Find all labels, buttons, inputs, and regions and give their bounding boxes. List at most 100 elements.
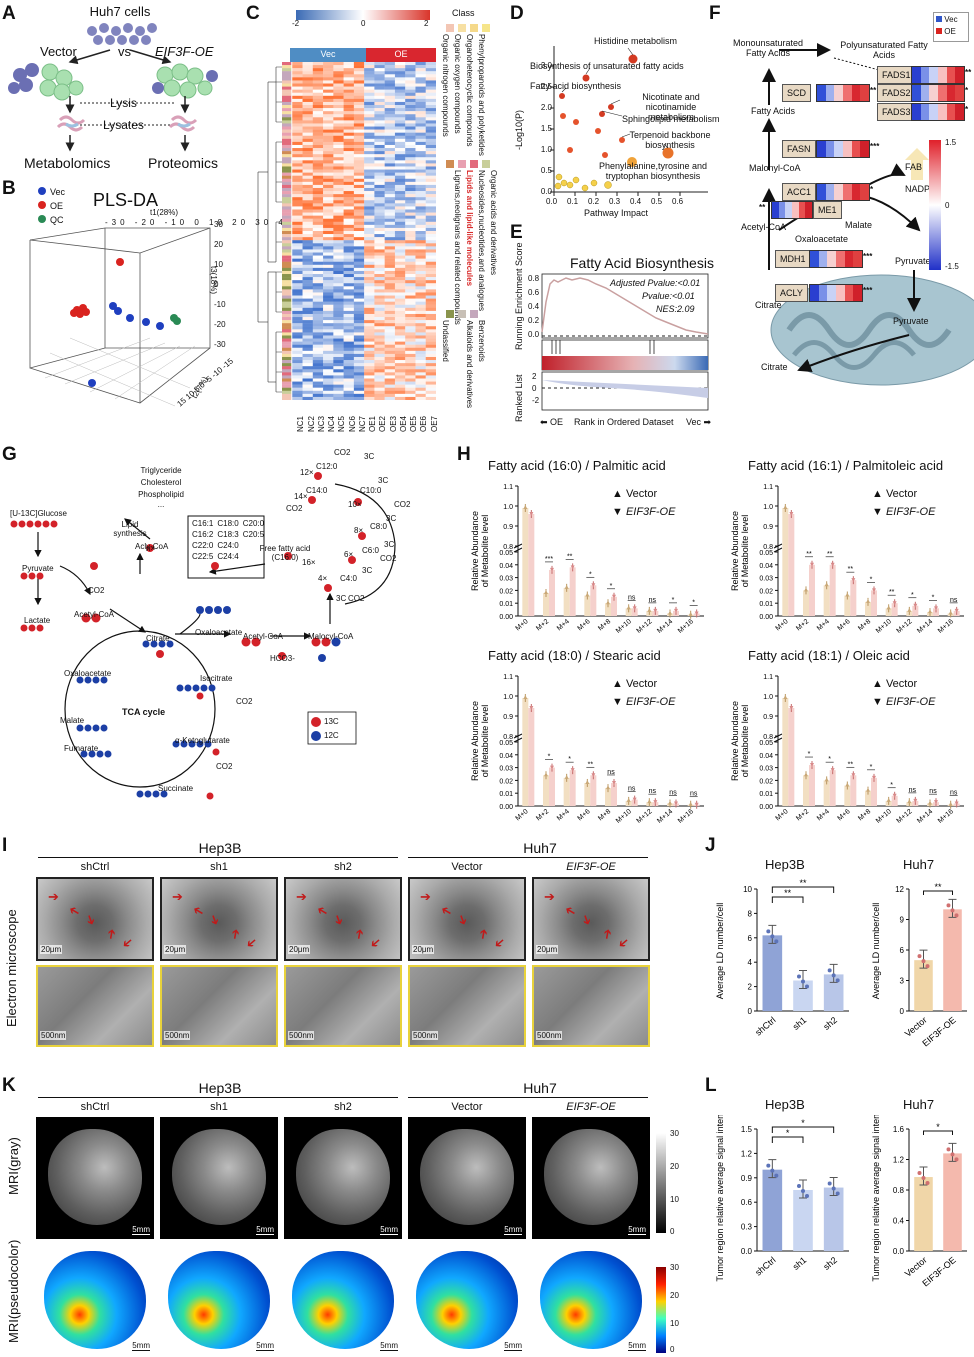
heatmap-cell <box>374 234 385 238</box>
heatmap-cell <box>405 129 416 133</box>
heatmap-cell <box>343 283 355 287</box>
g-malocyl-coa: Malocyl-CoA <box>308 632 354 641</box>
heatmap-cell <box>292 261 303 265</box>
heatmap-cell <box>364 384 375 388</box>
heatmap-cell <box>405 227 416 232</box>
heatmap-cell <box>292 184 303 189</box>
heatmap-cell <box>323 191 334 195</box>
heatmap-cell <box>292 240 303 244</box>
heatmap-cell <box>343 313 355 318</box>
heatmap-cell <box>292 280 303 284</box>
heatmap-class-cell <box>282 163 292 167</box>
heatmap-cell <box>374 151 385 155</box>
heatmap-cell <box>415 360 426 364</box>
heatmap-cell <box>333 381 344 385</box>
class-lignans: Lignans,neolignans and related compounds <box>453 170 462 325</box>
heatmap-cell <box>394 231 406 235</box>
heatmap-cell <box>384 326 396 330</box>
heatmap-cell <box>405 267 416 272</box>
heatmap-cell <box>302 396 313 400</box>
heatmap-cell <box>333 203 344 207</box>
heatmap-cell <box>292 381 303 385</box>
heatmap-cell <box>425 151 436 155</box>
heatmap-cell <box>292 277 303 281</box>
heatmap-cell <box>394 396 406 400</box>
svg-text:**: ** <box>827 551 833 558</box>
svg-text:*: * <box>808 751 811 758</box>
heatmap-cell <box>292 243 303 247</box>
heatmap-cell <box>312 120 324 124</box>
heatmap-cell <box>302 151 313 155</box>
heatmap-cell <box>353 341 365 345</box>
heatmap-cell <box>374 252 385 256</box>
heatmap-cell <box>292 274 303 278</box>
heatmap-cell <box>394 393 406 398</box>
vs-label: vs <box>118 44 131 59</box>
panel-label-h: H <box>457 444 471 465</box>
heatmap-cell <box>353 246 365 250</box>
heatmap-cell <box>323 366 334 370</box>
heatmap-cell <box>384 286 396 290</box>
svg-text:*: * <box>610 583 613 590</box>
heatmap-cell <box>353 255 365 259</box>
heatmap-cell <box>343 393 355 398</box>
heatmap-class-cell <box>282 240 292 244</box>
heatmap-cell <box>292 154 303 158</box>
heatmap-cell <box>405 108 416 112</box>
heatmap-cell <box>415 338 426 342</box>
heatmap-cell <box>302 160 313 164</box>
g-free-fatty-acid: Free fatty acid (C16:0) <box>259 544 311 562</box>
heatmap-cell <box>312 92 324 96</box>
heatmap-cell <box>353 209 365 213</box>
heatmap-cell <box>405 270 416 275</box>
heatmap-cell <box>394 292 406 296</box>
heatmap-cell <box>405 65 416 69</box>
panel-b-plsda: PLS-DA Vec OE QC -30 -20 -10 0 10 20 30 … <box>0 178 291 440</box>
heatmap-cell <box>302 369 313 373</box>
svg-text:**: ** <box>848 566 854 573</box>
heatmap-class-cell <box>282 295 292 299</box>
k-cond-label: sh1 <box>210 1101 228 1113</box>
heatmap-cell <box>364 249 375 253</box>
legend-oe-label: OE <box>50 201 64 211</box>
heatmap-cell <box>343 178 355 183</box>
heatmap-cell <box>364 363 375 367</box>
heatmap-cell <box>353 344 365 348</box>
heatmap-cell <box>425 98 436 103</box>
heatmap-cell <box>302 111 313 115</box>
svg-text:M+12: M+12 <box>896 808 914 825</box>
heatmap-cell <box>384 313 396 318</box>
k-hep3b-title: Hep3B <box>198 1080 242 1096</box>
heatmap-cell <box>292 160 303 164</box>
svg-text:1.1: 1.1 <box>503 484 513 491</box>
bar-oe <box>829 564 836 616</box>
svg-text:M+6: M+6 <box>837 618 852 632</box>
heatmap-cell <box>374 166 385 170</box>
svg-text:0.01: 0.01 <box>759 791 773 798</box>
em-arrow-icon: ➔ <box>350 927 368 941</box>
heatmap-cell <box>415 387 426 391</box>
heatmap-cell <box>312 80 324 84</box>
heatmap-cell <box>302 347 313 352</box>
carbon-dot <box>321 637 331 647</box>
heatmap-cell <box>394 378 406 382</box>
heatmap-cell <box>384 200 396 204</box>
heatmap-cell <box>374 369 385 373</box>
carbon-dot <box>158 640 166 648</box>
heatmap-cell <box>353 86 365 90</box>
heatmap-cell <box>374 356 385 361</box>
heatmap-cell <box>364 381 375 385</box>
carbon-dot <box>200 684 208 692</box>
heatmap-cell <box>364 132 375 136</box>
panel-e-gsea: Fatty Acid Biosynthesis Adjusted Pvalue:… <box>510 222 714 440</box>
heatmap-cell <box>312 249 324 253</box>
heatmap-class-cell <box>282 301 292 305</box>
svg-text:0.9: 0.9 <box>741 1174 753 1183</box>
heatmap-cell <box>333 215 344 219</box>
bar <box>943 1153 962 1251</box>
bar-oe <box>871 590 877 616</box>
heatmap-cell <box>374 237 385 241</box>
heatmap-cell <box>384 221 396 226</box>
heatmap-cell <box>353 160 365 164</box>
heatmap-cell <box>292 366 303 370</box>
